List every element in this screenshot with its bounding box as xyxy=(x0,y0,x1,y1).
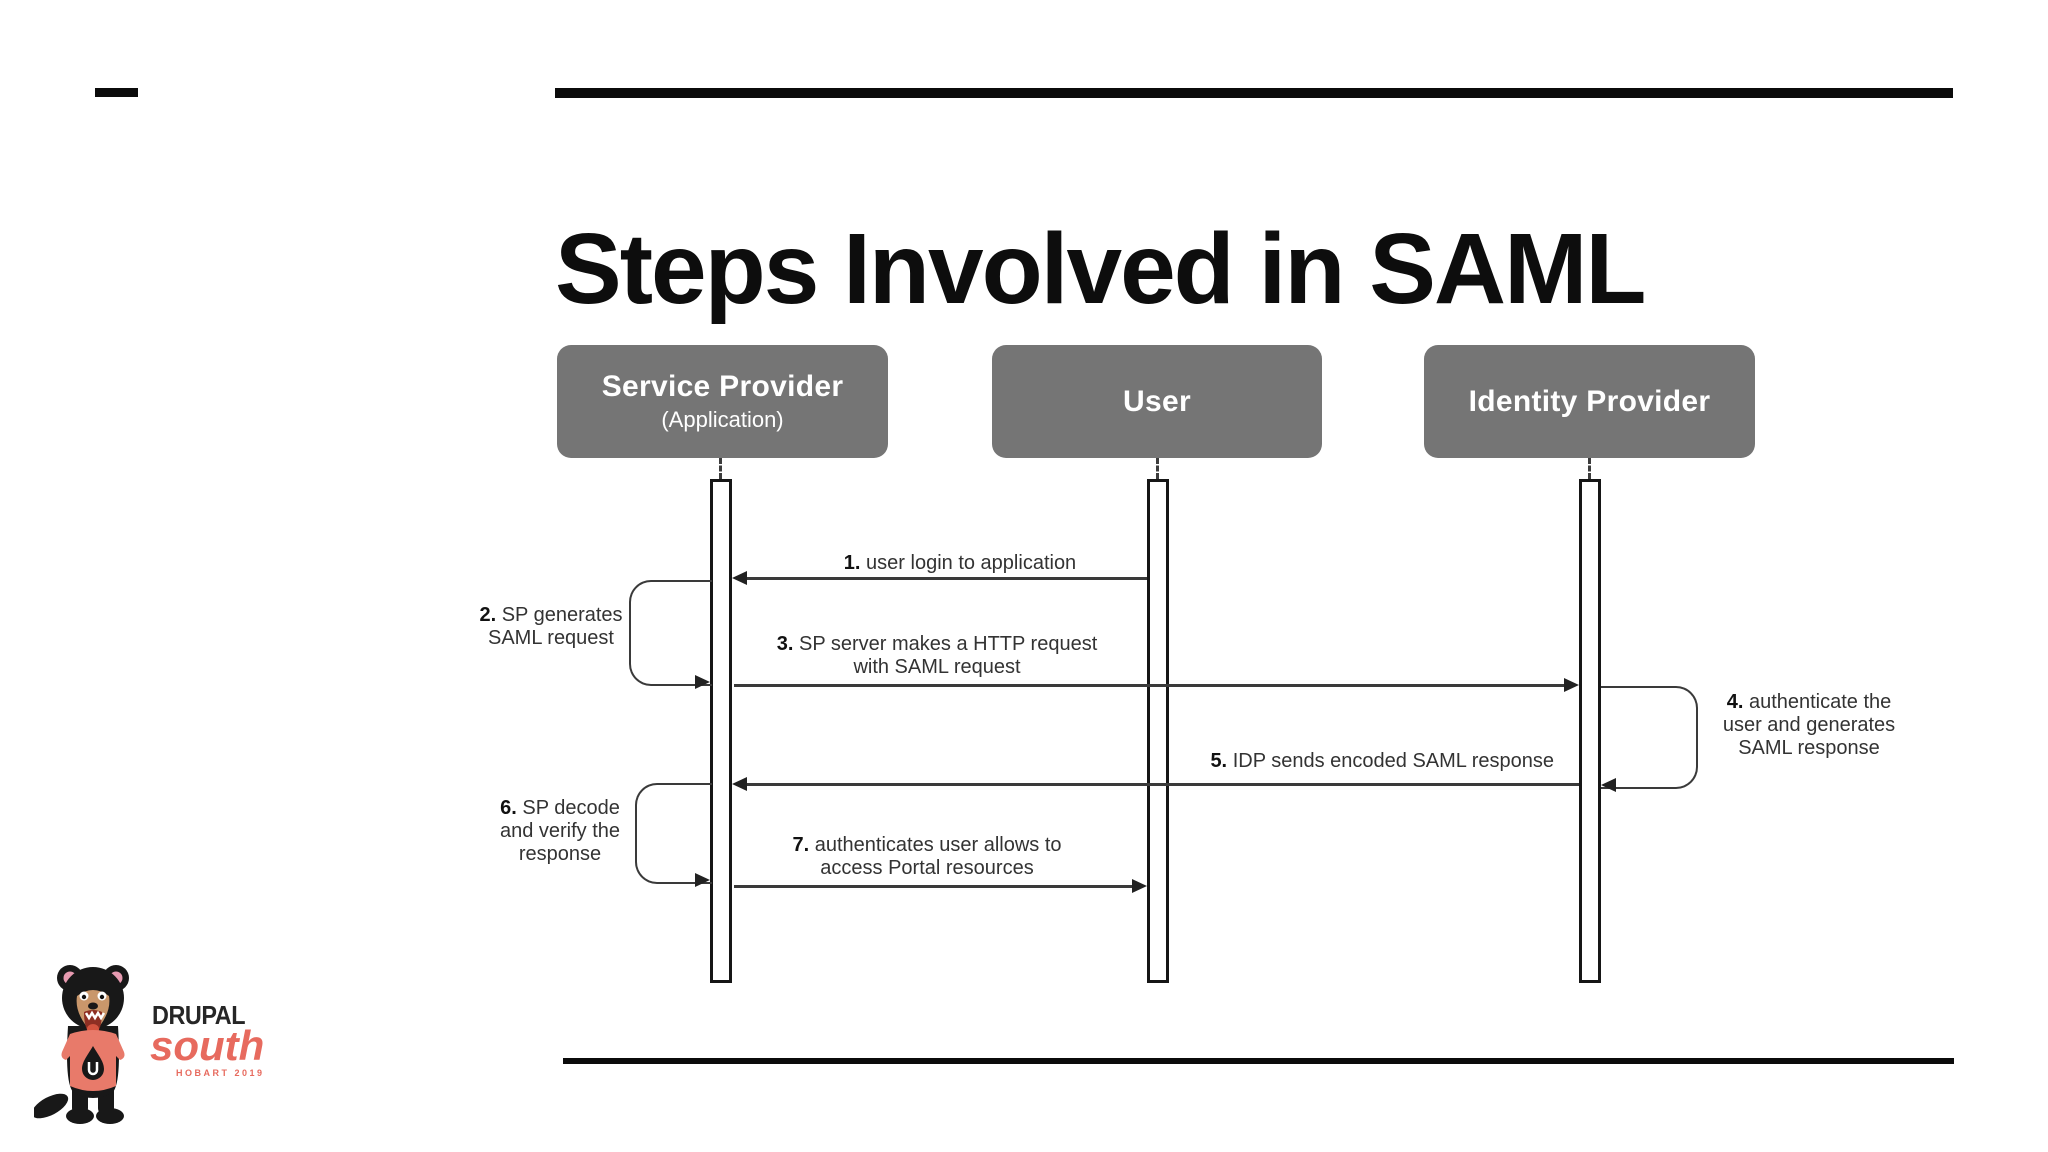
step-number: 6. xyxy=(500,797,517,819)
step-number: 3. xyxy=(776,633,794,655)
logo-text-drupal: DRUPAL xyxy=(152,1000,246,1030)
drupal-south-logo: DRUPAL south HOBART 2019 xyxy=(0,940,320,1140)
self-loop-step-2 xyxy=(629,580,712,686)
step-text: SP generates SAML request xyxy=(488,604,623,649)
step-label-5: 5. IDP sends encoded SAML response xyxy=(1154,750,1554,773)
step-number: 1. xyxy=(843,552,861,574)
actor-identity-provider: Identity Provider xyxy=(1424,345,1755,458)
arrow-step-5 xyxy=(747,783,1579,786)
lifeline-dash-sp xyxy=(719,458,722,479)
step-label-4: 4. authenticate the user and generates S… xyxy=(1714,691,1904,760)
arrowhead xyxy=(1132,879,1147,893)
actor-subtitle: (Application) xyxy=(661,407,784,432)
actor-name: User xyxy=(1123,384,1191,418)
step-text: SP server makes a HTTP request with SAML… xyxy=(798,633,1098,678)
step-text: user login to application xyxy=(866,552,1077,574)
actor-name: Identity Provider xyxy=(1468,384,1711,418)
logo-text-hobart: HOBART 2019 xyxy=(176,1068,265,1078)
logo-text-south: south xyxy=(150,1022,265,1069)
actor-name: Service Provider xyxy=(601,370,844,403)
arrowhead xyxy=(1601,778,1616,792)
arrow-step-3 xyxy=(734,684,1566,687)
arrow-step-7 xyxy=(734,885,1134,888)
step-label-7: 7. authenticates user allows to access P… xyxy=(776,834,1078,880)
step-label-3: 3. SP server makes a HTTP request with S… xyxy=(776,633,1098,679)
top-rule xyxy=(555,88,1953,98)
activation-bar-sp xyxy=(710,479,732,983)
step-text: authenticate the user and generates SAML… xyxy=(1722,691,1896,759)
step-text: SP decode and verify the response xyxy=(499,797,621,865)
drupal-south-mascot xyxy=(34,965,129,1124)
activation-bar-idp xyxy=(1579,479,1601,983)
arrowhead xyxy=(1564,678,1579,692)
lifeline-dash-user xyxy=(1156,458,1159,479)
step-label-6: 6. SP decode and verify the response xyxy=(485,797,635,866)
self-loop-step-6 xyxy=(635,783,712,884)
lifeline-dash-idp xyxy=(1588,458,1591,479)
step-text: authenticates user allows to access Port… xyxy=(814,834,1062,879)
step-text: IDP sends encoded SAML response xyxy=(1232,750,1554,772)
bottom-rule xyxy=(563,1058,1954,1064)
actor-service-provider: Service Provider (Application) xyxy=(557,345,888,458)
step-label-1: 1. user login to application xyxy=(820,552,1100,575)
step-number: 5. xyxy=(1210,750,1228,772)
actor-user: User xyxy=(992,345,1322,458)
step-label-2: 2. SP generates SAML request xyxy=(475,604,627,650)
activation-bar-user xyxy=(1147,479,1169,983)
self-loop-step-4 xyxy=(1601,686,1698,789)
arrowhead xyxy=(695,675,710,689)
accent-dash-left xyxy=(95,88,138,97)
step-number: 2. xyxy=(479,604,497,626)
step-number: 7. xyxy=(792,834,810,856)
arrowhead xyxy=(695,873,710,887)
arrowhead xyxy=(732,571,747,585)
page-title: Steps Involved in SAML xyxy=(555,213,1647,325)
arrow-step-1 xyxy=(746,577,1147,580)
arrowhead xyxy=(732,777,747,791)
step-number: 4. xyxy=(1726,691,1744,713)
